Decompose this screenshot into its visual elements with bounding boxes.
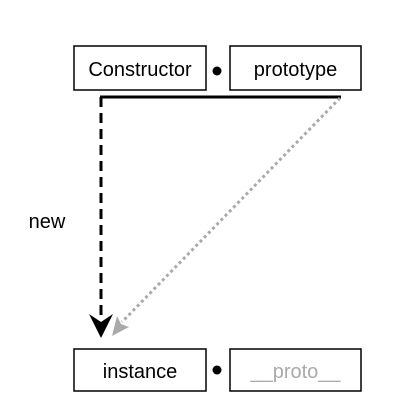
instance-proto-connector-dot bbox=[212, 365, 222, 375]
proto-link-arrow-head bbox=[112, 316, 129, 336]
proto-label: __proto__ bbox=[249, 361, 341, 383]
constructor-prototype-connector-dot bbox=[212, 66, 222, 76]
instance-label: instance bbox=[103, 361, 178, 383]
constructor-label: Constructor bbox=[88, 59, 192, 81]
proto-link-line bbox=[120, 96, 342, 324]
new-arrow bbox=[89, 97, 113, 338]
prototype-box bbox=[229, 45, 362, 91]
constructor-box bbox=[73, 45, 207, 91]
proto-link-arrow bbox=[112, 96, 342, 336]
prototype-node: prototype bbox=[229, 45, 362, 91]
proto-box bbox=[229, 348, 362, 392]
new-arrow-head bbox=[89, 314, 113, 338]
constructor-node: Constructor bbox=[73, 45, 207, 91]
proto-node: __proto__ bbox=[229, 348, 362, 392]
instance-node: instance bbox=[73, 348, 207, 392]
instance-box bbox=[73, 348, 207, 392]
new-label: new bbox=[29, 211, 66, 233]
prototype-label: prototype bbox=[254, 59, 337, 81]
